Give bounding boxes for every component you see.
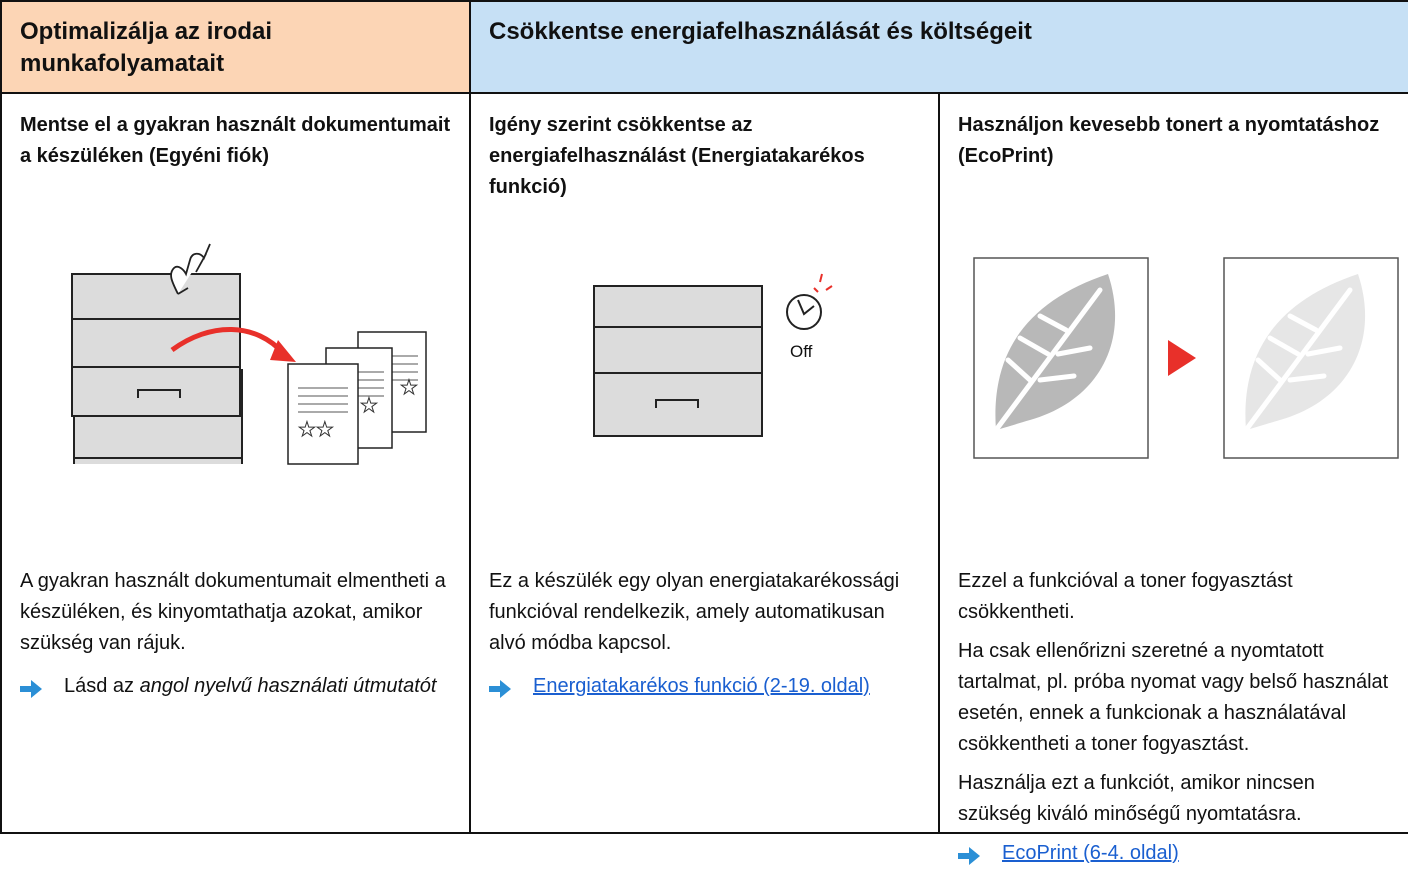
arrow-right-icon	[20, 671, 64, 708]
reference: EcoPrint (6-4. oldal)	[958, 838, 1390, 875]
body-paragraph: Ha csak ellenőrizni szeretné a nyomtatot…	[958, 640, 1389, 755]
svg-text:★: ★	[360, 395, 378, 417]
svg-text:★★: ★★	[298, 419, 334, 441]
svg-text:★: ★	[400, 377, 418, 399]
arrow-right-icon	[958, 838, 1002, 875]
arrow-right-icon	[1168, 340, 1196, 376]
body-paragraph: Ezzel a funkcióval a toner fogyasztást c…	[958, 570, 1293, 623]
column-energy-saver: Igény szerint csökkentse az energiafelha…	[469, 92, 940, 834]
ecoprint-link[interactable]: EcoPrint (6-4. oldal)	[1002, 842, 1179, 864]
reference: Energiatakarékos funkció (2-19. oldal)	[489, 671, 920, 708]
column-body: Ez a készülék egy olyan energiatakarékos…	[471, 566, 938, 708]
body-paragraph: Ez a készülék egy olyan energiatakarékos…	[489, 570, 900, 654]
column-body: Ezzel a funkcióval a toner fogyasztást c…	[940, 566, 1408, 875]
off-label: Off	[790, 342, 813, 361]
header-left-title: Optimalizálja az irodai munkafolyamatait	[20, 18, 273, 77]
leaf-page-light	[1223, 257, 1399, 459]
column-title: Igény szerint csökkentse az energiafelha…	[489, 114, 865, 198]
curved-arrow-icon	[170, 327, 286, 356]
body-paragraph: Használja ezt a funkciót, amikor nincsen…	[958, 772, 1315, 825]
arrow-right-icon	[489, 671, 533, 708]
column-title: Használjon kevesebb tonert a nyomtatásho…	[958, 114, 1380, 167]
energy-saver-link[interactable]: Energiatakarékos funkció (2-19. oldal)	[533, 675, 870, 697]
column-custom-box: Mentse el a gyakran használt dokumentuma…	[0, 92, 471, 834]
printer-icon	[71, 273, 241, 417]
documents-icon: ★ ★ ★★	[287, 331, 427, 465]
hand-pointer-icon	[170, 243, 211, 295]
column-ecoprint: Használjon kevesebb tonert a nyomtatásho…	[938, 92, 1408, 865]
illustrations-layer: ★ ★ ★★ Off	[71, 243, 1399, 465]
header-right-title: Csökkentse energiafelhasználását és költ…	[489, 18, 1032, 45]
reference: Lásd az angol nyelvű használati útmutató…	[20, 671, 451, 708]
timer-clock-icon	[786, 273, 833, 330]
printer-icon	[593, 285, 763, 437]
reference-text: Lásd az angol nyelvű használati útmutató…	[64, 675, 437, 697]
body-paragraph: A gyakran használt dokumentumait elmenth…	[20, 570, 446, 654]
column-title: Mentse el a gyakran használt dokumentuma…	[20, 114, 451, 167]
header-right-cell: Csökkentse energiafelhasználását és költ…	[469, 0, 1408, 94]
column-body: A gyakran használt dokumentumait elmenth…	[2, 566, 469, 708]
leaf-page-dark	[973, 257, 1149, 459]
header-left-cell: Optimalizálja az irodai munkafolyamatait	[0, 0, 471, 94]
